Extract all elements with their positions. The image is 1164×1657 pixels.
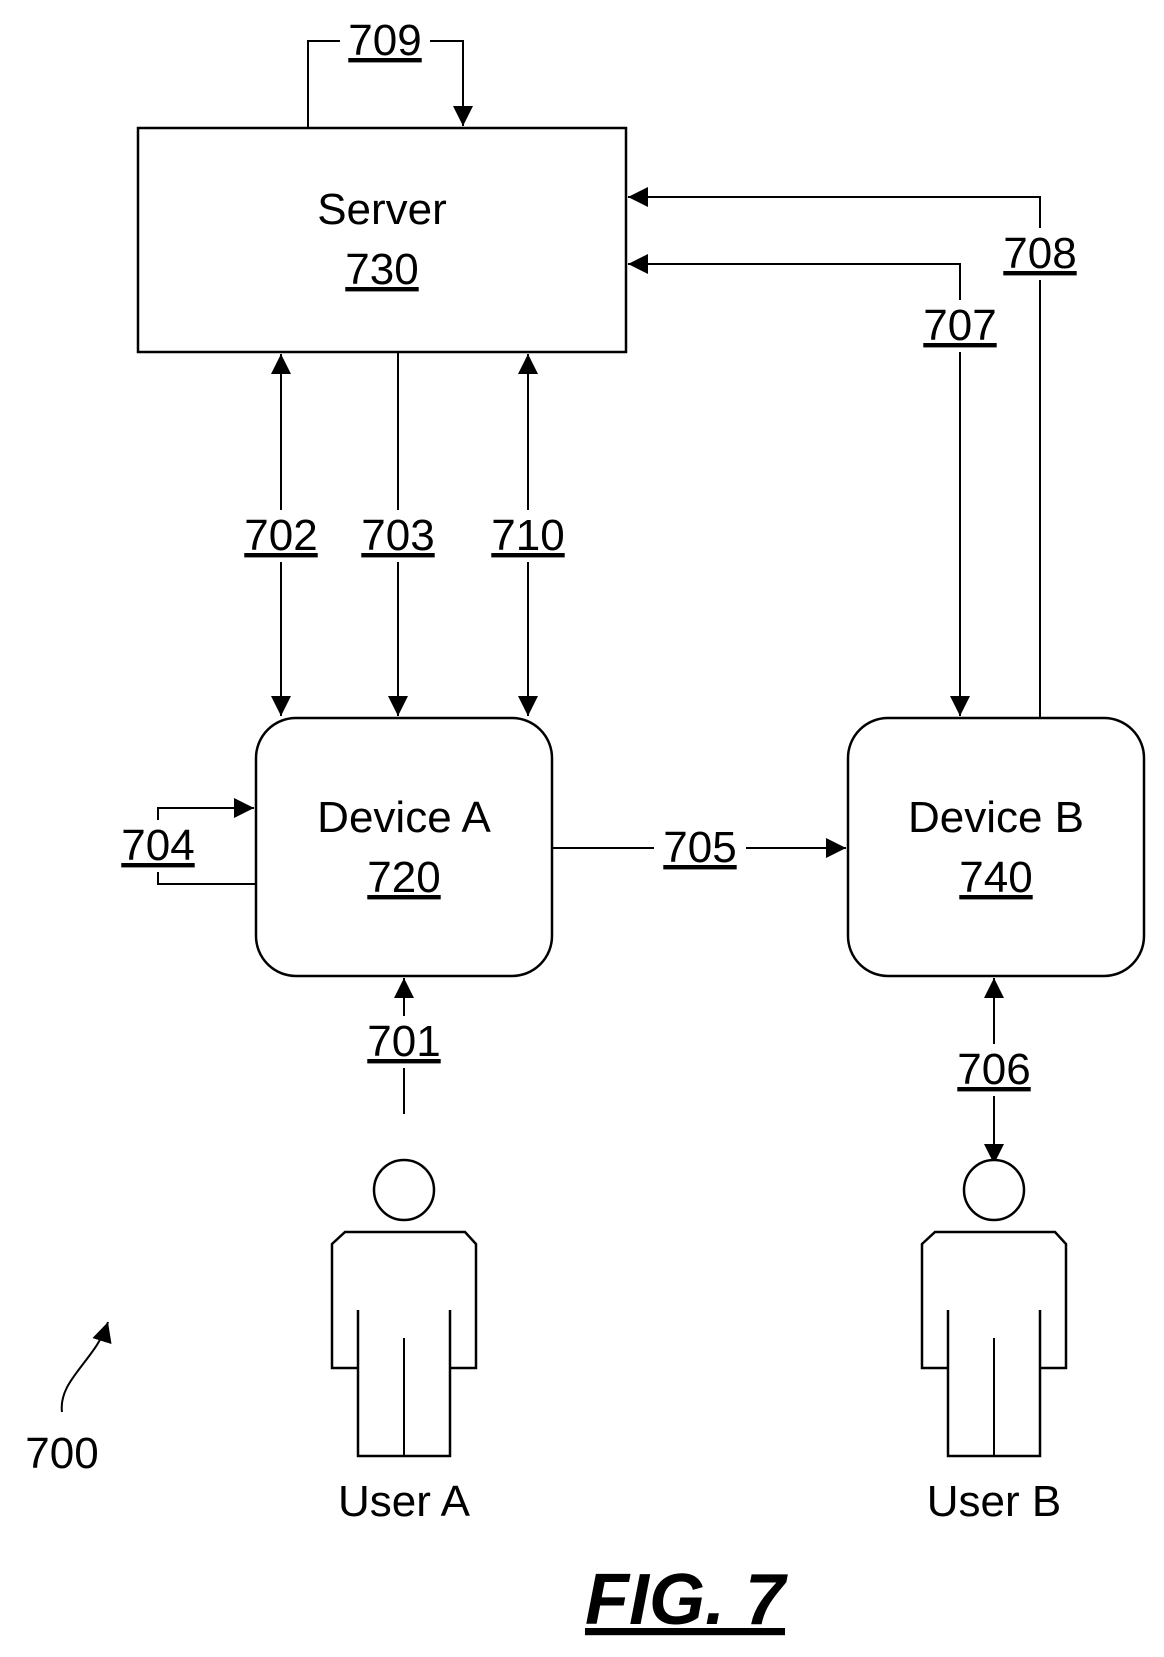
device-a-ref: 720 — [367, 853, 440, 902]
arrow-708-label: 708 — [1003, 229, 1076, 278]
device-b-box — [848, 718, 1144, 976]
arrow-706-label: 706 — [957, 1045, 1030, 1094]
arrow-708 — [628, 197, 1040, 718]
user-b-label: User B — [927, 1477, 1061, 1526]
user-a-person-icon — [332, 1160, 476, 1456]
figure-ref-label: 700 — [25, 1429, 98, 1478]
server-box — [138, 128, 626, 352]
device-a-label: Device A — [317, 793, 491, 842]
user-b-person-icon — [922, 1160, 1066, 1456]
server-label: Server — [317, 185, 447, 234]
arrow-710-label: 710 — [491, 511, 564, 560]
arrow-704-label: 704 — [121, 821, 194, 870]
arrow-705-label: 705 — [663, 823, 736, 872]
arrow-701-label: 701 — [367, 1017, 440, 1066]
figure-caption: FIG. 7 — [585, 1560, 788, 1640]
device-a-box — [256, 718, 552, 976]
device-b-ref: 740 — [959, 853, 1032, 902]
device-b-label: Device B — [908, 793, 1084, 842]
arrow-702-label: 702 — [244, 511, 317, 560]
arrow-709-label: 709 — [348, 16, 421, 65]
arrow-707 — [628, 264, 960, 716]
arrow-707-label: 707 — [923, 301, 996, 350]
server-ref: 730 — [345, 245, 418, 294]
figure-ref-pointer — [62, 1322, 108, 1412]
arrow-703-label: 703 — [361, 511, 434, 560]
user-a-label: User A — [338, 1477, 471, 1526]
